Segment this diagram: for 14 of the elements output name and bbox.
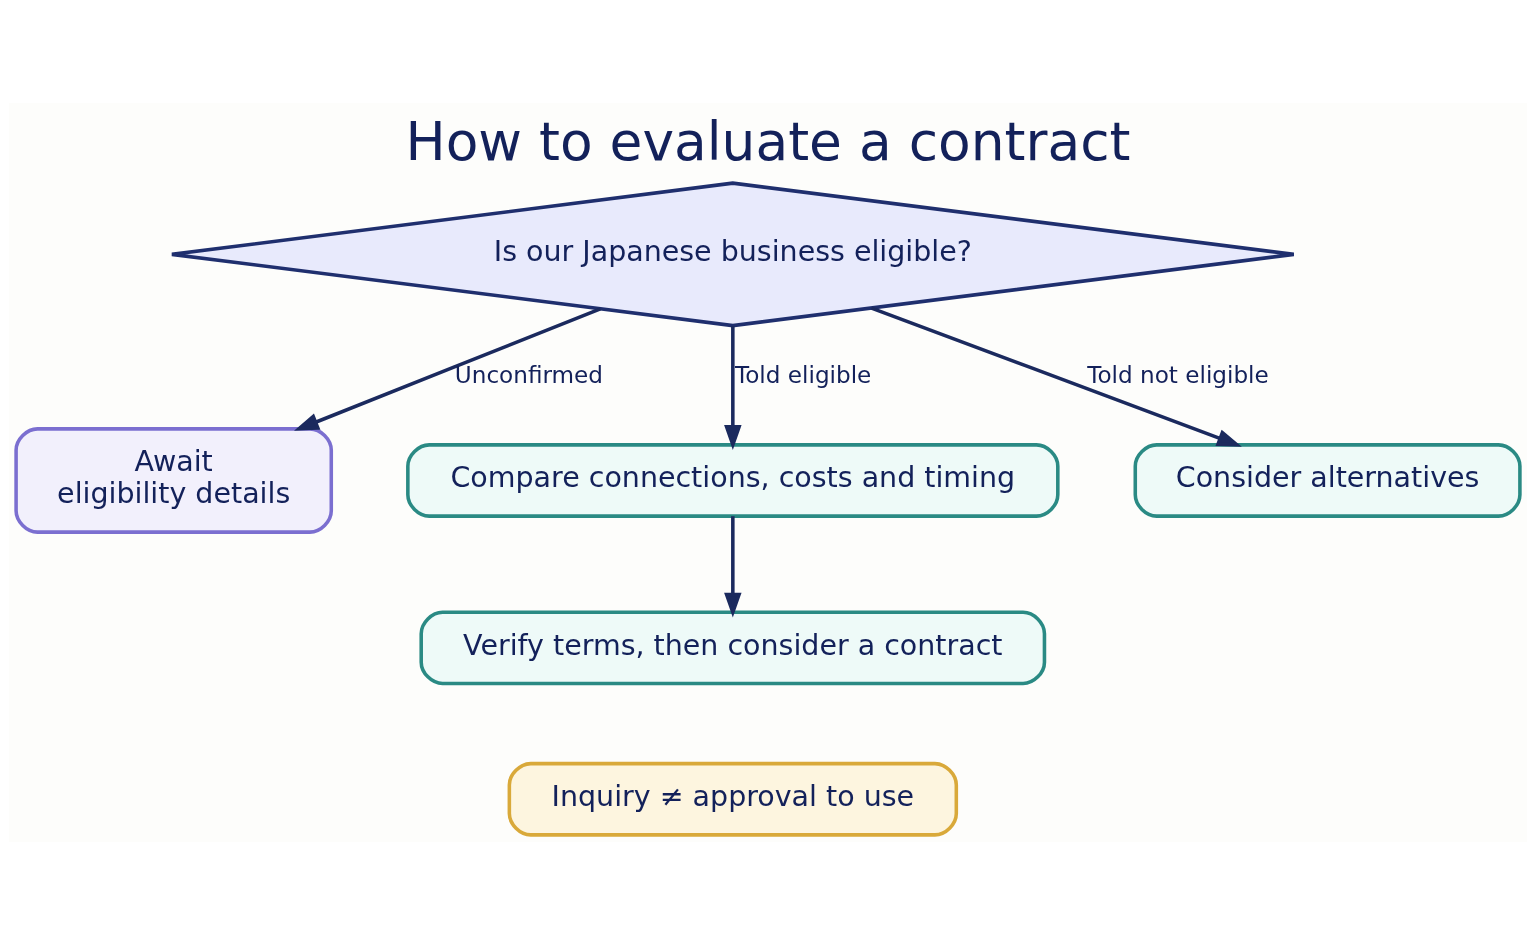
node-box: Compare connections, costs and timing: [406, 442, 1060, 518]
edge-label: Told eligible: [735, 361, 872, 388]
diagram-title: How to evaluate a contract: [405, 109, 1131, 173]
node-box: Consider alternatives: [1133, 442, 1522, 518]
arrow: [294, 306, 601, 431]
node-box: Await eligibility details: [14, 426, 334, 534]
arrow: [724, 515, 742, 618]
node-diamond: Is our Japanese business eligible?: [170, 180, 1296, 327]
arrow: [724, 325, 742, 450]
node-box: Inquiry ≠ approval to use: [507, 761, 959, 837]
edge-label: Told not eligible: [1087, 361, 1269, 388]
edge-label: Unconfirmed: [454, 361, 604, 388]
arrow: [870, 305, 1242, 447]
node-box: Verify terms, then consider a contract: [419, 610, 1047, 685]
